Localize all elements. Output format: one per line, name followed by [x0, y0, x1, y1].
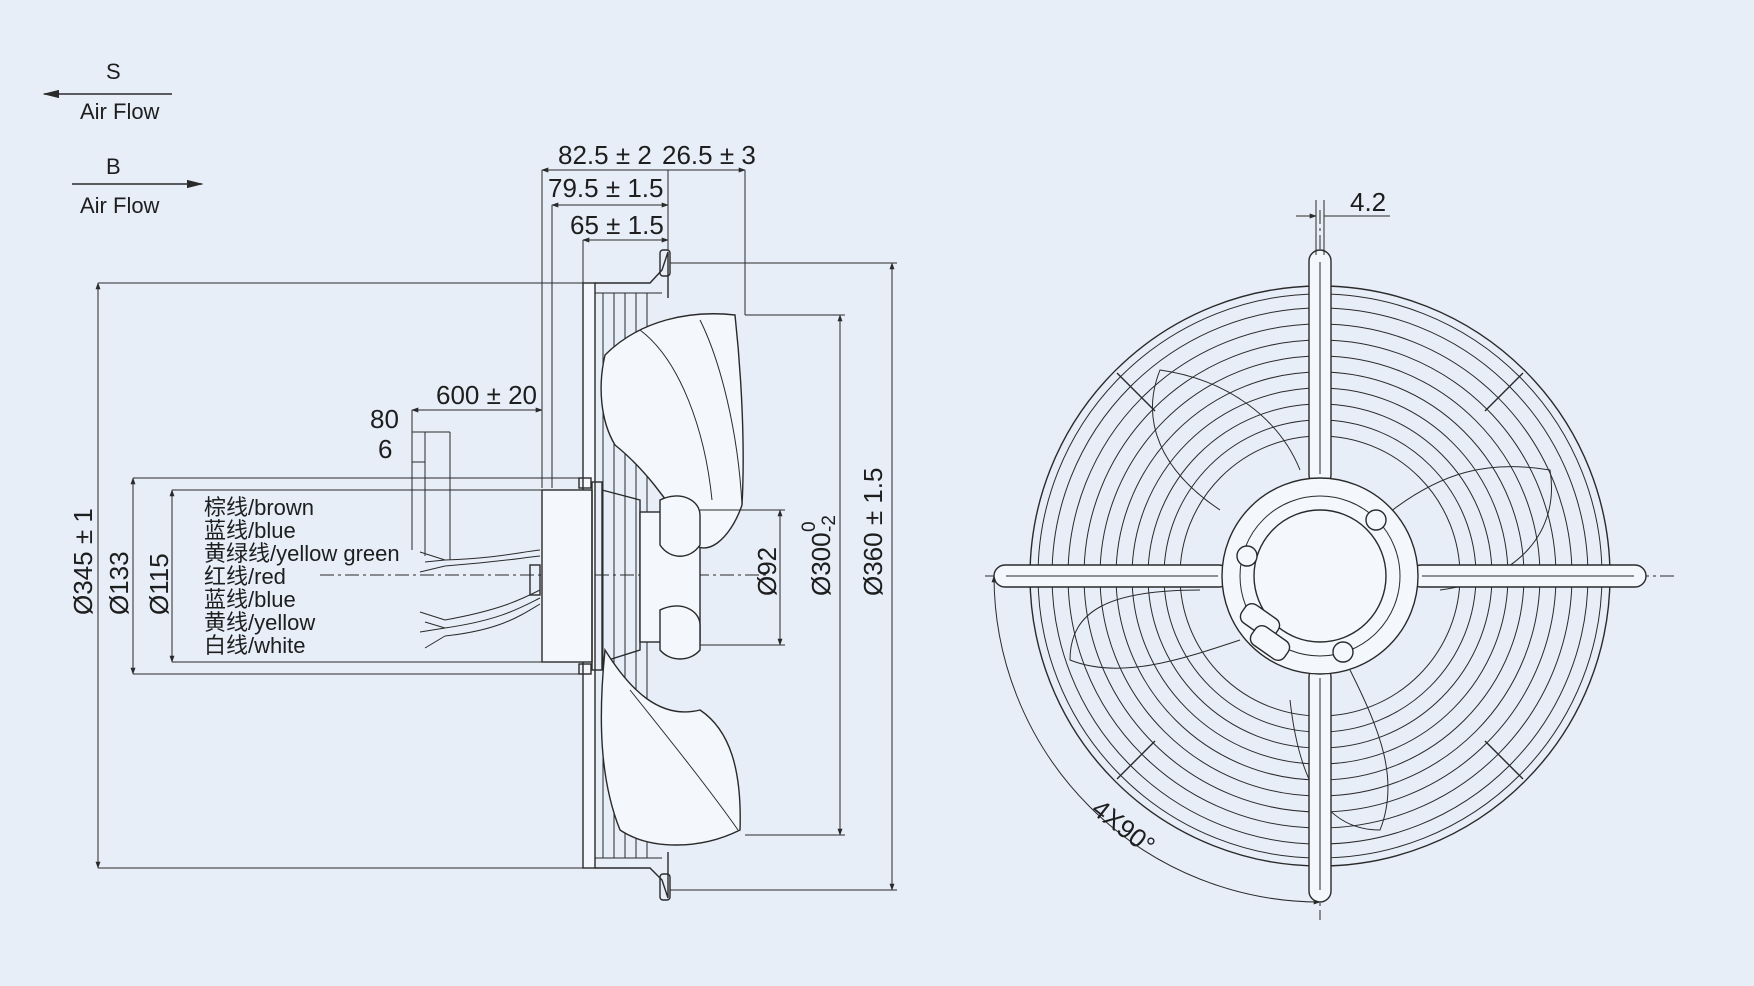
dim-4-2: 4.2 — [1350, 187, 1386, 217]
wire-label: 白线/white — [204, 633, 305, 658]
dim-80: 80 — [370, 404, 399, 434]
airflow-s: S Air Flow — [42, 59, 172, 124]
dim-65: 65 ± 1.5 — [570, 210, 664, 240]
airflow-b-label: B — [106, 154, 121, 179]
wire-label: 红线/red — [204, 564, 286, 589]
left-dimensions: Ø345 ± 1 Ø133 Ø115 — [68, 282, 583, 869]
dim-82-5: 82.5 ± 2 — [558, 140, 652, 170]
cable-bundle — [419, 549, 541, 649]
wire-legend: 棕线/brown 蓝线/blue 黄绿线/yellow green 红线/red… — [204, 495, 400, 658]
dim-dia-115: Ø115 — [144, 553, 174, 615]
right-dimensions: Ø92 Ø300 0 -2 Ø360 ± 1.5 — [670, 262, 897, 891]
dim-6: 6 — [378, 434, 392, 464]
wire-label: 黄绿线/yellow green — [204, 541, 400, 566]
dim-dia-300-lower: -2 — [819, 515, 840, 532]
wire-label: 棕线/brown — [204, 495, 314, 520]
cable-dimensions: 600 ± 20 80 6 — [370, 380, 543, 560]
airflow-b-text: Air Flow — [80, 193, 160, 218]
dim-dia-92: Ø92 — [752, 547, 782, 596]
dim-26-5: 26.5 ± 3 — [662, 140, 756, 170]
side-view: 82.5 ± 2 26.5 ± 3 79.5 ± 1.5 65 ± 1.5 60… — [68, 140, 897, 901]
dim-79-5: 79.5 ± 1.5 — [548, 173, 663, 203]
airflow-s-text: Air Flow — [80, 99, 160, 124]
front-view: 4.2 4X90° — [985, 187, 1675, 920]
airflow-b: B Air Flow — [72, 154, 204, 218]
top-dimensions: 82.5 ± 2 26.5 ± 3 79.5 ± 1.5 65 ± 1.5 — [541, 140, 756, 488]
dim-dia-345: Ø345 ± 1 — [68, 508, 98, 615]
wire-label: 蓝线/blue — [204, 587, 296, 612]
dim-dia-300: Ø300 — [806, 532, 836, 596]
wire-label: 黄线/yellow — [204, 610, 315, 635]
motor-body — [541, 489, 593, 663]
dim-600: 600 ± 20 — [436, 380, 537, 410]
hole-dimension: 4.2 — [1296, 187, 1390, 255]
airflow-legend: S Air Flow B Air Flow — [42, 59, 204, 218]
dim-angle: 4X90° — [1086, 793, 1161, 860]
motor-face — [1221, 477, 1419, 675]
fan-blades-side — [600, 313, 744, 846]
wire-label: 蓝线/blue — [204, 518, 296, 543]
dim-dia-133: Ø133 — [104, 551, 134, 615]
airflow-s-label: S — [106, 59, 121, 84]
dim-dia-360: Ø360 ± 1.5 — [858, 468, 888, 596]
dim-dia-300-upper: 0 — [799, 521, 820, 532]
